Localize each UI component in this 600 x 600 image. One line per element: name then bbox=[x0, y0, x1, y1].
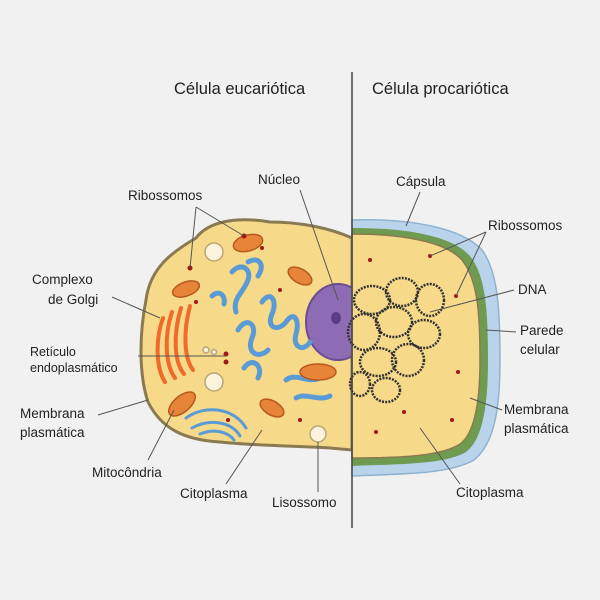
label-er-line1: Retículo bbox=[30, 345, 76, 359]
prokaryote-ribosomes bbox=[368, 254, 460, 434]
label-membrane-pro-line1: Membrana bbox=[504, 402, 569, 417]
eukaryote-title: Célula eucariótica bbox=[174, 80, 306, 98]
label-membrane-euk-line1: Membrana bbox=[20, 406, 85, 421]
label-wall-line2: celular bbox=[520, 342, 560, 357]
label-er-line2: endoplasmático bbox=[30, 361, 118, 375]
label-dna: DNA bbox=[518, 282, 547, 297]
label-golgi-line2: de Golgi bbox=[48, 292, 98, 307]
label-membrane-pro-line2: plasmática bbox=[504, 421, 569, 436]
smooth-er bbox=[184, 408, 248, 442]
leader-lines bbox=[97, 189, 517, 492]
label-lysosome: Lisossomo bbox=[272, 495, 337, 510]
endoplasmic-reticulum bbox=[209, 257, 333, 401]
prokaryotic-cell bbox=[346, 219, 501, 477]
label-cytoplasm-pro: Citoplasma bbox=[456, 485, 524, 500]
label-mitochondria: Mitocôndria bbox=[92, 465, 162, 480]
label-golgi-line1: Complexo bbox=[32, 272, 93, 287]
label-cytoplasm-euk: Citoplasma bbox=[180, 486, 248, 501]
golgi-apparatus bbox=[155, 304, 195, 384]
eukaryotic-cell bbox=[139, 218, 371, 452]
label-capsule: Cápsula bbox=[396, 174, 446, 189]
label-ribosomes-pro: Ribossomos bbox=[488, 218, 563, 233]
nucleolus bbox=[331, 312, 341, 324]
label-nucleus: Núcleo bbox=[258, 172, 300, 187]
label-ribosomes-euk: Ribossomos bbox=[128, 188, 203, 203]
label-membrane-euk-line2: plasmática bbox=[20, 425, 85, 440]
mitochondria bbox=[167, 233, 337, 418]
eukaryote-ribosomes bbox=[187, 233, 302, 422]
prokaryote-title: Célula procariótica bbox=[372, 80, 509, 98]
label-wall-line1: Parede bbox=[520, 323, 564, 338]
dna-nucleoid bbox=[346, 276, 446, 404]
